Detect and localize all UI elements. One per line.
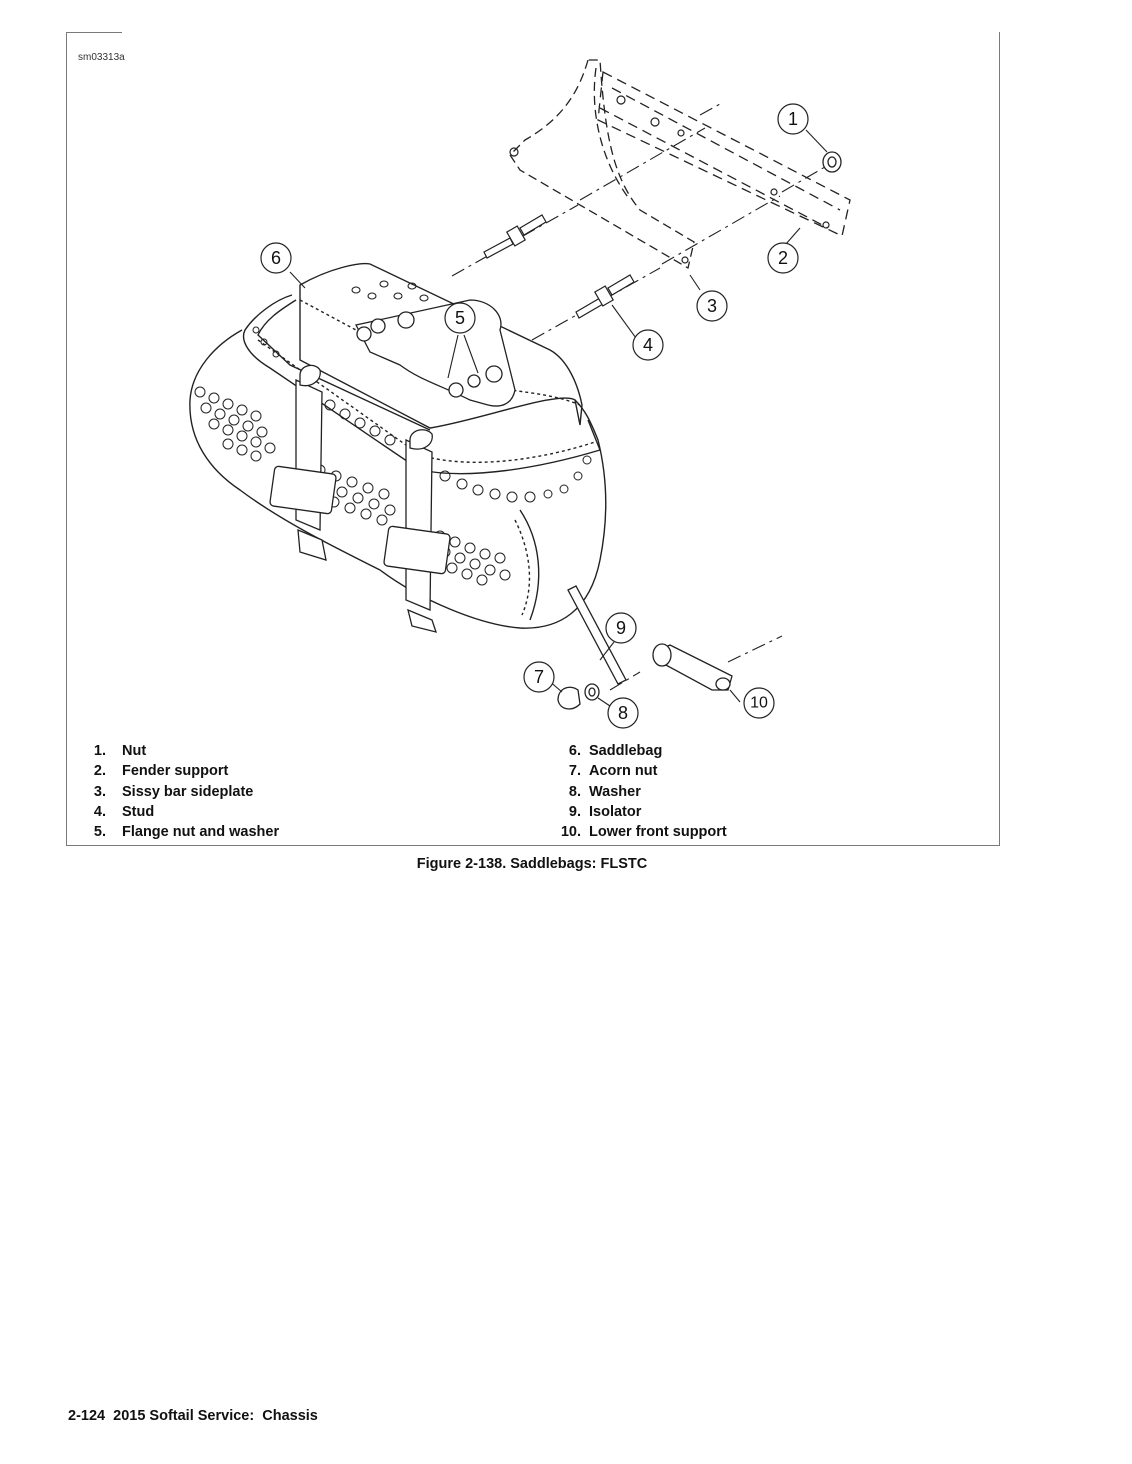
legend-item: 7. Acorn nut (556, 761, 727, 781)
legend-label: Stud (122, 803, 155, 820)
callout-leaders (289, 129, 828, 707)
legend-item: 2. Fender support (86, 761, 279, 781)
figure-frame-right (999, 32, 1000, 846)
sissy-bar-sideplate-drawing (509, 59, 695, 270)
figure-frame-bottom (66, 845, 1000, 846)
stud-lower (575, 274, 635, 319)
legend-number: 7. (568, 763, 581, 780)
lid-holes (351, 280, 429, 302)
figure-id-tag: sm03313a (78, 52, 125, 63)
figure-frame-top-left (66, 32, 122, 33)
saddlebag-studs (194, 326, 592, 586)
callout-number-7: 7 (534, 667, 544, 687)
legend-label: Lower front support (589, 824, 727, 841)
callout-number-8: 8 (618, 703, 628, 723)
callout-circle-2 (767, 242, 799, 274)
page-footer: 2-124 2015 Softail Service: Chassis (68, 1408, 318, 1424)
callout-number-1: 1 (788, 109, 798, 129)
legend-item: 4. Stud (86, 802, 279, 822)
callout-number-5: 5 (455, 308, 465, 328)
legend-item: 5. Flange nut and washer (86, 822, 279, 842)
legend-label: Flange nut and washer (122, 824, 280, 841)
callout-number-4: 4 (643, 335, 653, 355)
callout-number-10: 10 (750, 695, 768, 712)
legend-label: Saddlebag (589, 743, 663, 759)
legend-number: 9. (568, 803, 581, 820)
callout-circle-10 (743, 687, 775, 719)
legend-item: 10. Lower front support (556, 822, 727, 842)
legend-label: Sissy bar sideplate (122, 783, 254, 800)
legend-label: Washer (589, 783, 641, 800)
legend-label: Acorn nut (589, 763, 658, 780)
legend-label: Nut (122, 743, 147, 759)
stud-upper (483, 214, 547, 259)
legend-left-column: 1. Nut 2. Fender support 3. Sissy bar sidep… (86, 741, 279, 842)
callout-circle-9 (605, 612, 637, 644)
fender-support-drawing (597, 70, 851, 237)
lower-support-drawing (557, 585, 733, 710)
saddlebag-illustration: 1 2 3 4 5 6 7 8 9 10 (189, 59, 851, 729)
legend-item: 8. Washer (556, 782, 727, 802)
callout-circle-4 (632, 329, 664, 361)
callout-circles (260, 103, 809, 729)
legend-label: Fender support (122, 763, 229, 780)
saddlebag-mount-bracket (355, 299, 516, 407)
callout-circle-3 (696, 290, 728, 322)
nut-drawing (822, 151, 842, 173)
legend-number: 1. (93, 743, 106, 759)
legend-number: 5. (93, 824, 106, 841)
callout-number-3: 3 (707, 296, 717, 316)
figure-frame-left (66, 32, 67, 846)
legend-number: 4. (93, 803, 106, 820)
callout-number-9: 9 (616, 618, 626, 638)
callout-number-6: 6 (271, 248, 281, 268)
callout-circle-8 (607, 697, 639, 729)
callout-numbers: 1 2 3 4 5 6 7 8 9 10 (271, 109, 798, 723)
legend-number: 10. (560, 824, 581, 841)
legend-number: 2. (93, 763, 106, 780)
legend-number: 8. (568, 783, 581, 800)
legend-right-column: 6. Saddlebag 7. Acorn nut 8. Washer 9. Isola… (556, 741, 727, 842)
callout-number-2: 2 (778, 248, 788, 268)
saddlebag-straps (269, 364, 451, 633)
legend-number: 3. (93, 783, 106, 800)
sideplate-holes (509, 95, 830, 264)
legend-number: 6. (568, 743, 581, 759)
legend-item: 3. Sissy bar sideplate (86, 782, 279, 802)
callout-circle-6 (260, 242, 292, 274)
legend-item: 9. Isolator (556, 802, 727, 822)
legend-item: 6. Saddlebag (556, 741, 727, 761)
legend-item: 1. Nut (86, 741, 279, 761)
legend-label: Isolator (589, 803, 642, 820)
callout-circle-5 (444, 302, 476, 334)
figure-caption: Figure 2-138. Saddlebags: FLSTC (416, 856, 648, 872)
callout-circle-7 (523, 661, 555, 693)
callout-circle-1 (777, 103, 809, 135)
